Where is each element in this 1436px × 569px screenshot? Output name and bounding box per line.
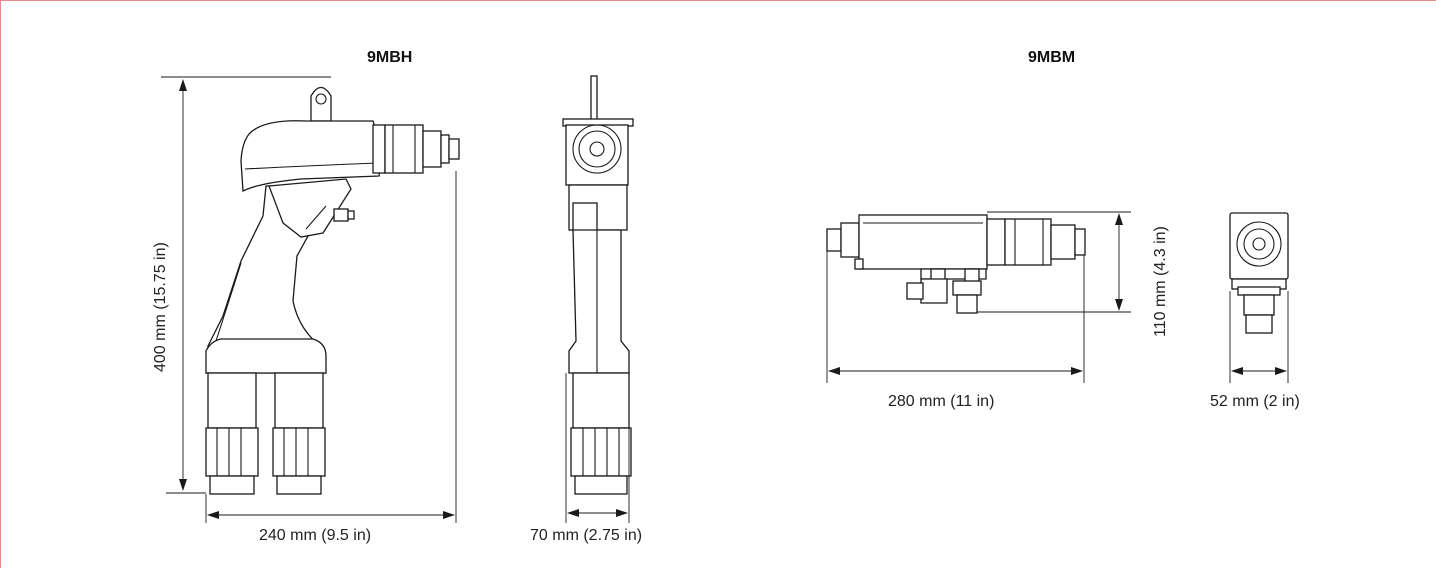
9mbm-side-view — [826, 214, 1086, 314]
dim-label-mbh-height: 400 mm (15.75 in) — [152, 242, 169, 372]
dimension-280mm — [826, 251, 1085, 383]
dimension-110mm — [977, 211, 1131, 313]
model-title-9mbm: 9MBM — [1028, 49, 1076, 66]
dimension-400mm — [161, 76, 331, 494]
dim-label-mbh-width: 70 mm (2.75 in) — [530, 527, 643, 544]
dim-label-mbm-length: 280 mm (11 in) — [888, 393, 995, 410]
dim-label-mbm-width: 52 mm (2 in) — [1210, 393, 1300, 410]
9mbh-side-view — [205, 86, 460, 495]
dim-label-mbh-length: 240 mm (9.5 in) — [259, 527, 372, 544]
dim-label-mbm-height: 110 mm (4.3 in) — [1152, 226, 1169, 337]
9mbh-front-view — [562, 75, 634, 495]
9mbm-front-view — [1229, 212, 1289, 334]
dimension-52mm — [1229, 291, 1289, 383]
dimension-240mm — [205, 171, 457, 523]
model-title-9mbh: 9MBH — [367, 49, 413, 66]
dimension-70mm — [565, 373, 630, 523]
